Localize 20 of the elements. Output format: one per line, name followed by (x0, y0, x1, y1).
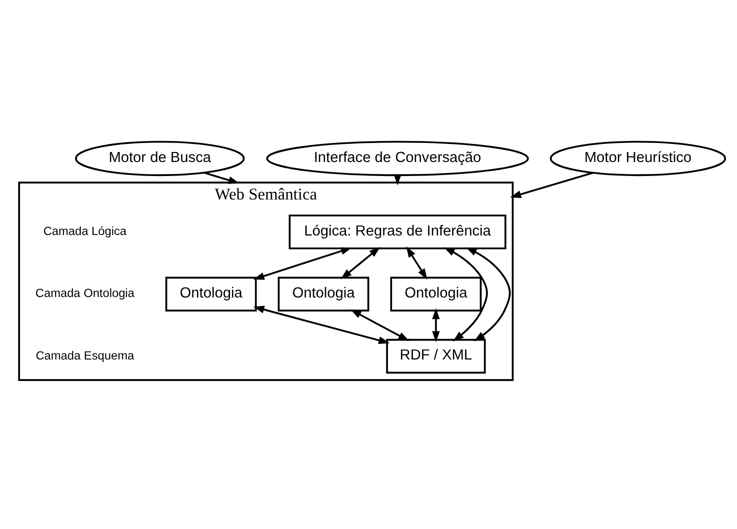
node-ellipse: Motor de Busca (75, 140, 245, 176)
arrow (510, 172, 593, 198)
label: Camada Esquema (36, 348, 134, 362)
arrow (350, 309, 410, 342)
node-box: Ontologia (390, 276, 482, 312)
arrow (204, 172, 240, 184)
node-box: RDF / XML (386, 338, 486, 374)
arrow (253, 306, 390, 344)
arrow (444, 247, 488, 342)
arrow (253, 247, 352, 280)
arrow (466, 247, 511, 342)
arrow (340, 246, 380, 280)
label: Camada Ontologia (35, 286, 134, 300)
label: Camada Lógica (43, 224, 127, 238)
arrow (432, 308, 440, 342)
node-box: Ontologia (278, 276, 370, 312)
node-box: Lógica: Regras de Inferência (288, 214, 506, 250)
node-box: Ontologia (165, 276, 257, 312)
node-ellipse: Motor Heurístico (550, 140, 726, 176)
arrow (406, 246, 428, 280)
